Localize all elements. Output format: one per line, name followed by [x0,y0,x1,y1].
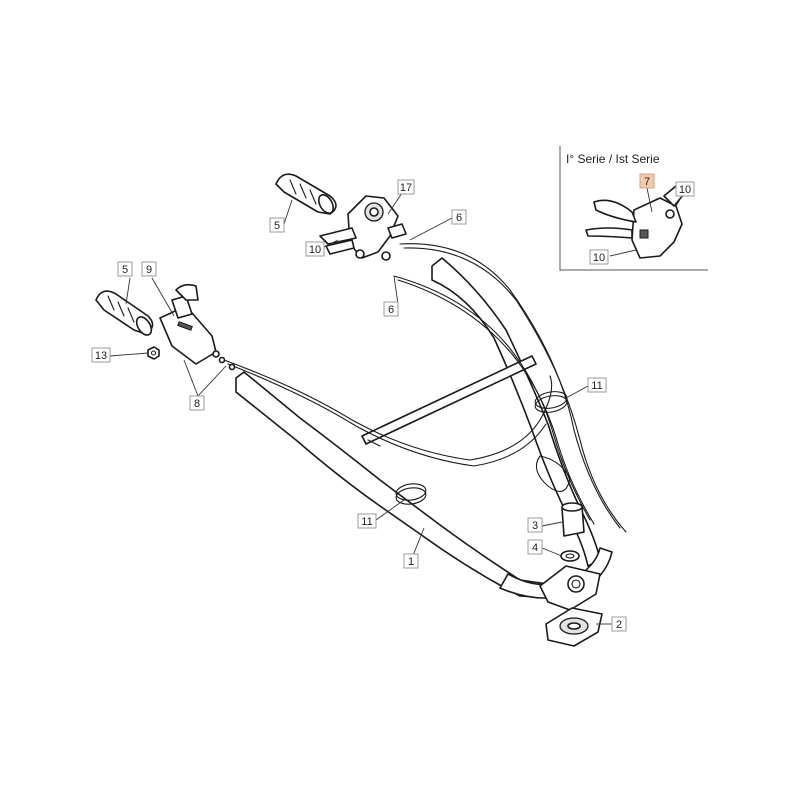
svg-text:9: 9 [146,264,152,276]
inset-lever-part [585,185,685,259]
inset-first-series: I° Serie / Ist Serie 7 10 10 [559,146,708,271]
svg-text:6: 6 [388,304,394,316]
part-3-sleeve [561,502,585,537]
svg-text:10: 10 [679,184,691,196]
svg-text:2: 2 [616,619,622,631]
cable-tie-lower [395,483,427,505]
callout-10-top: 10 [305,241,325,257]
svg-text:3: 3 [532,520,538,532]
callout-6-upper: 6 [451,209,467,225]
handlebar-frame [235,257,613,611]
callout-5-top: 5 [269,217,285,233]
control-cables [223,243,627,533]
part-13-nut [147,346,160,360]
callout-17: 17 [397,179,415,195]
callout-6-lower: 6 [383,301,399,317]
svg-text:17: 17 [400,182,412,194]
callout-3: 3 [527,517,543,533]
callout-8: 8 [189,395,205,411]
part-9-throttle-control [159,283,220,365]
svg-text:6: 6 [456,212,462,224]
part-4-washer [560,550,580,562]
part-8-cable-ends [218,356,236,371]
callout-2: 2 [611,616,627,632]
inset-callout-7: 7 [639,173,655,189]
svg-text:1: 1 [408,556,414,568]
svg-text:4: 4 [532,542,538,554]
svg-text:13: 13 [95,350,107,362]
callout-11-lower: 11 [357,513,377,529]
leader-lines [109,192,612,625]
part-5-grip-left [95,290,154,336]
inset-callout-10-top: 10 [675,181,695,197]
inset-callout-10-bottom: 10 [589,249,609,265]
svg-text:11: 11 [361,516,372,528]
callout-4: 4 [527,539,543,555]
svg-text:7: 7 [644,176,650,188]
callout-9: 9 [141,261,157,277]
inset-title: I° Serie / Ist Serie [566,152,660,166]
svg-text:11: 11 [591,380,602,392]
callout-11-upper: 11 [587,377,607,393]
svg-text:10: 10 [309,244,321,256]
part-2-base-clamp [545,607,603,647]
svg-text:8: 8 [194,398,200,410]
svg-text:5: 5 [122,264,128,276]
callout-13: 13 [91,347,111,363]
svg-text:5: 5 [274,220,280,232]
callout-5-left: 5 [117,261,133,277]
part-17-lever-assembly [319,195,407,261]
svg-text:10: 10 [593,252,605,264]
callout-1: 1 [403,553,419,569]
part-5-grip-top [275,173,337,215]
